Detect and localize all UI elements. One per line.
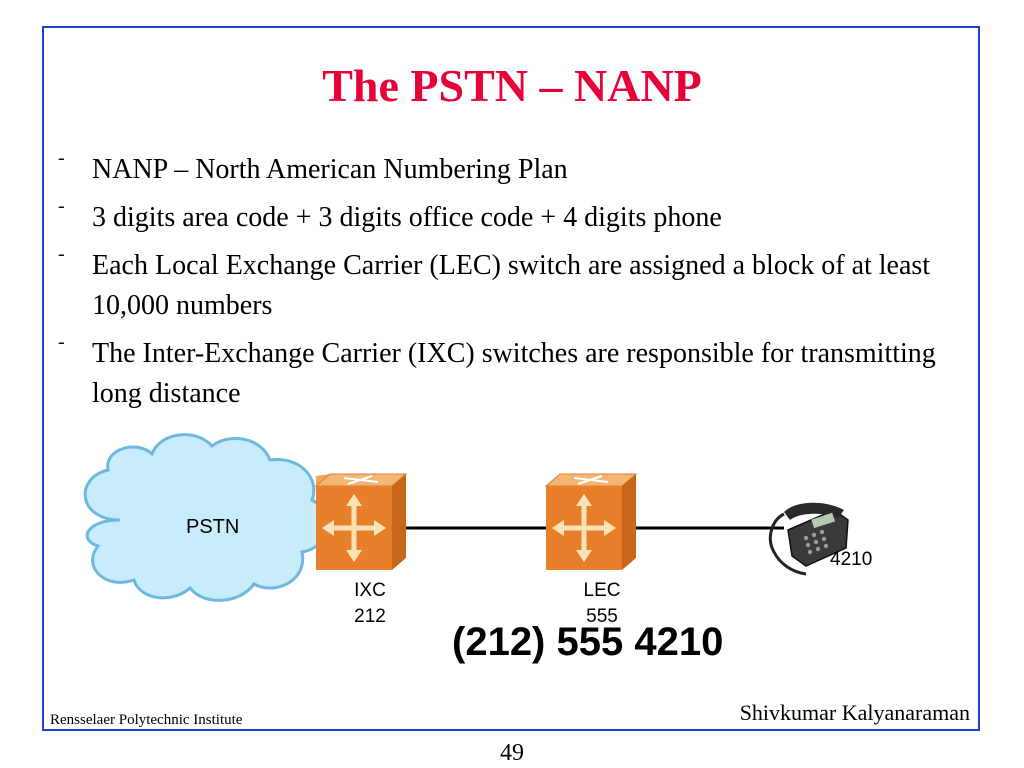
bullet-item: - The Inter-Exchange Carrier (IXC) switch…: [58, 331, 958, 414]
bullet-item: - Each Local Exchange Carrier (LEC) switc…: [58, 243, 958, 326]
bullet-marker: -: [58, 331, 65, 353]
bullet-text: Each Local Exchange Carrier (LEC) switch…: [92, 250, 931, 321]
bullet-text: NANP – North American Numbering Plan: [92, 154, 568, 185]
pstn-label: PSTN: [186, 516, 240, 538]
bullet-marker: -: [58, 195, 65, 217]
bullet-list: - NANP – North American Numbering Plan - 3…: [58, 147, 958, 422]
institution-footer: Rensselaer Polytechnic Institute: [50, 712, 243, 728]
phone-extension: 4210: [830, 549, 873, 570]
full-phone-number: (212) 555 4210: [452, 620, 724, 664]
telephone-icon: [768, 502, 849, 576]
ixc-switch-icon: [314, 473, 408, 570]
ixc-code: 212: [354, 606, 386, 627]
author-footer: Shivkumar Kalyanaraman: [739, 700, 970, 725]
slide-title: The PSTN – NANP: [322, 60, 702, 111]
ixc-label: IXC 212: [340, 578, 400, 630]
bullet-item: - NANP – North American Numbering Plan: [58, 147, 958, 190]
bullet-text: 3 digits area code + 3 digits office cod…: [92, 202, 722, 233]
lec-code: 555: [586, 606, 618, 627]
bullet-text: The Inter-Exchange Carrier (IXC) switche…: [92, 338, 936, 409]
ixc-name: IXC: [354, 580, 386, 601]
page-number: 49: [500, 740, 524, 766]
bullet-item: - 3 digits area code + 3 digits office co…: [58, 195, 958, 238]
bullet-marker: -: [58, 243, 65, 265]
slide-frame: [42, 26, 980, 731]
lec-switch-icon: [544, 473, 638, 570]
lec-label: LEC 555: [572, 578, 632, 630]
lec-name: LEC: [583, 580, 621, 601]
bullet-marker: -: [58, 147, 65, 169]
